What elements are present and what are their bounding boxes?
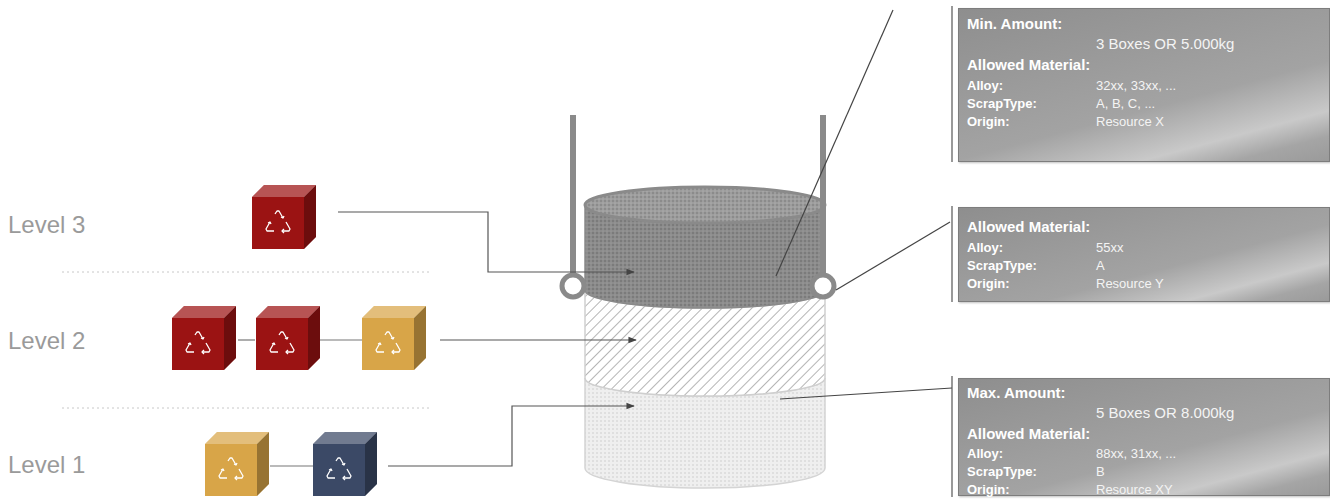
field-name: Origin: [967, 276, 1010, 291]
field-value: 88xx, 31xx, ... [1096, 446, 1176, 461]
panel-heading: Min. Amount: [967, 15, 1062, 32]
field-value: Resource Y [1096, 276, 1164, 291]
field-value: Resource XY [1096, 482, 1173, 497]
level-label: Level 3 [8, 211, 85, 239]
info-panel: Allowed Material: Alloy: 55xxScrapType: A Or… [958, 207, 1330, 302]
field-name: ScrapType: [967, 96, 1037, 111]
level-label: Level 2 [8, 327, 85, 355]
field-name: Alloy: [967, 240, 1003, 255]
field-value: Resource X [1096, 114, 1164, 129]
field-name: Origin: [967, 114, 1010, 129]
field-value: B [1096, 464, 1105, 479]
level-label: Level 1 [8, 451, 85, 479]
field-value: A, B, C, ... [1096, 96, 1155, 111]
field-name: ScrapType: [967, 464, 1037, 479]
panel-heading: Allowed Material: [967, 425, 1090, 442]
field-value: 32xx, 33xx, ... [1096, 78, 1176, 93]
field-name: Origin: [967, 482, 1010, 497]
field-value: 3 Boxes OR 5.000kg [1096, 35, 1234, 52]
panel-heading: Max. Amount: [967, 384, 1066, 401]
field-value: 5 Boxes OR 8.000kg [1096, 404, 1234, 421]
field-name: Alloy: [967, 78, 1003, 93]
info-panel: Max. Amount: 5 Boxes OR 8.000kgAllowed Ma… [958, 378, 1330, 496]
field-value: 55xx [1096, 240, 1123, 255]
field-name: ScrapType: [967, 258, 1037, 273]
panel-heading: Allowed Material: [967, 56, 1090, 73]
field-name: Alloy: [967, 446, 1003, 461]
panel-heading: Allowed Material: [967, 218, 1090, 235]
field-value: A [1096, 258, 1105, 273]
info-panel: Min. Amount: 3 Boxes OR 5.000kgAllowed Ma… [958, 8, 1330, 162]
